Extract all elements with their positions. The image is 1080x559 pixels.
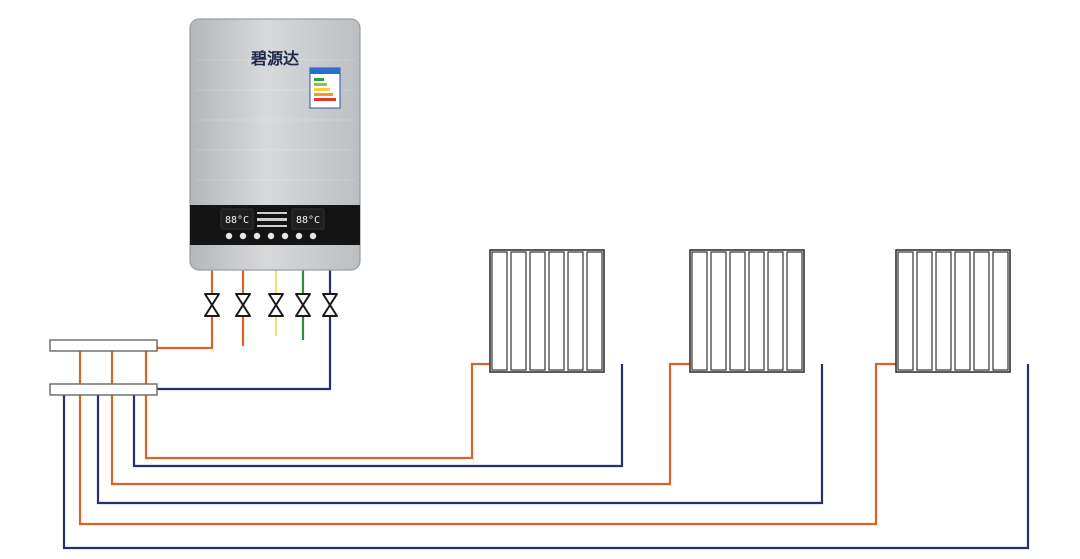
radiator-fin (710, 251, 727, 371)
electric-boiler: 碧源达 88°C 88°C (189, 18, 361, 271)
radiator-fin (567, 251, 584, 371)
brand-logo: 碧源达 (250, 49, 299, 68)
radiator-fin (748, 251, 765, 371)
valve-icon[interactable] (295, 293, 311, 317)
radiator-fin (897, 251, 914, 371)
svg-text:88°C: 88°C (225, 215, 249, 226)
radiator-fin (691, 251, 708, 371)
panel-button[interactable] (309, 232, 317, 240)
valve-icon[interactable] (235, 293, 251, 317)
radiator-fin (954, 251, 971, 371)
rad2-return-pipe (96, 364, 824, 505)
status-indicators (257, 212, 287, 227)
radiator-fin (935, 251, 952, 371)
radiator-fin (992, 251, 1009, 371)
display-left: 88°C (220, 208, 254, 230)
display-right: 88°C (291, 208, 325, 230)
rad1-supply-pipe (144, 362, 490, 460)
panel-button[interactable] (295, 232, 303, 240)
radiator-fin (548, 251, 565, 371)
radiator-fin (729, 251, 746, 371)
energy-label-icon (309, 67, 341, 109)
rad2-supply-pipe (110, 362, 690, 486)
radiator-fin (767, 251, 784, 371)
radiators (489, 249, 1011, 373)
panel-button[interactable] (253, 232, 261, 240)
panel-button[interactable] (239, 232, 247, 240)
rad3-supply-pipe (78, 362, 896, 526)
manifold (49, 339, 158, 396)
supply-main-pipe (157, 270, 214, 350)
manifold-supply-bar (49, 339, 158, 352)
radiator (489, 249, 605, 373)
radiator-fin (973, 251, 990, 371)
valve-icon[interactable] (268, 293, 284, 317)
radiator-fin (586, 251, 603, 371)
radiator-fin (510, 251, 527, 371)
brushed-texture (196, 59, 354, 181)
rad1-return-pipe (132, 364, 624, 468)
rad3-return-pipe (62, 364, 1030, 550)
panel-buttons (225, 232, 317, 240)
valves (204, 293, 338, 317)
valve-icon[interactable] (322, 293, 338, 317)
svg-text:88°C: 88°C (296, 215, 320, 226)
panel-button[interactable] (225, 232, 233, 240)
radiator-fin (491, 251, 508, 371)
radiator-fin (529, 251, 546, 371)
radiator-fin (786, 251, 803, 371)
valve-icon[interactable] (204, 293, 220, 317)
panel-button[interactable] (267, 232, 275, 240)
radiator (895, 249, 1011, 373)
radiator (689, 249, 805, 373)
manifold-return-bar (49, 383, 158, 396)
panel-button[interactable] (281, 232, 289, 240)
radiator-fin (916, 251, 933, 371)
